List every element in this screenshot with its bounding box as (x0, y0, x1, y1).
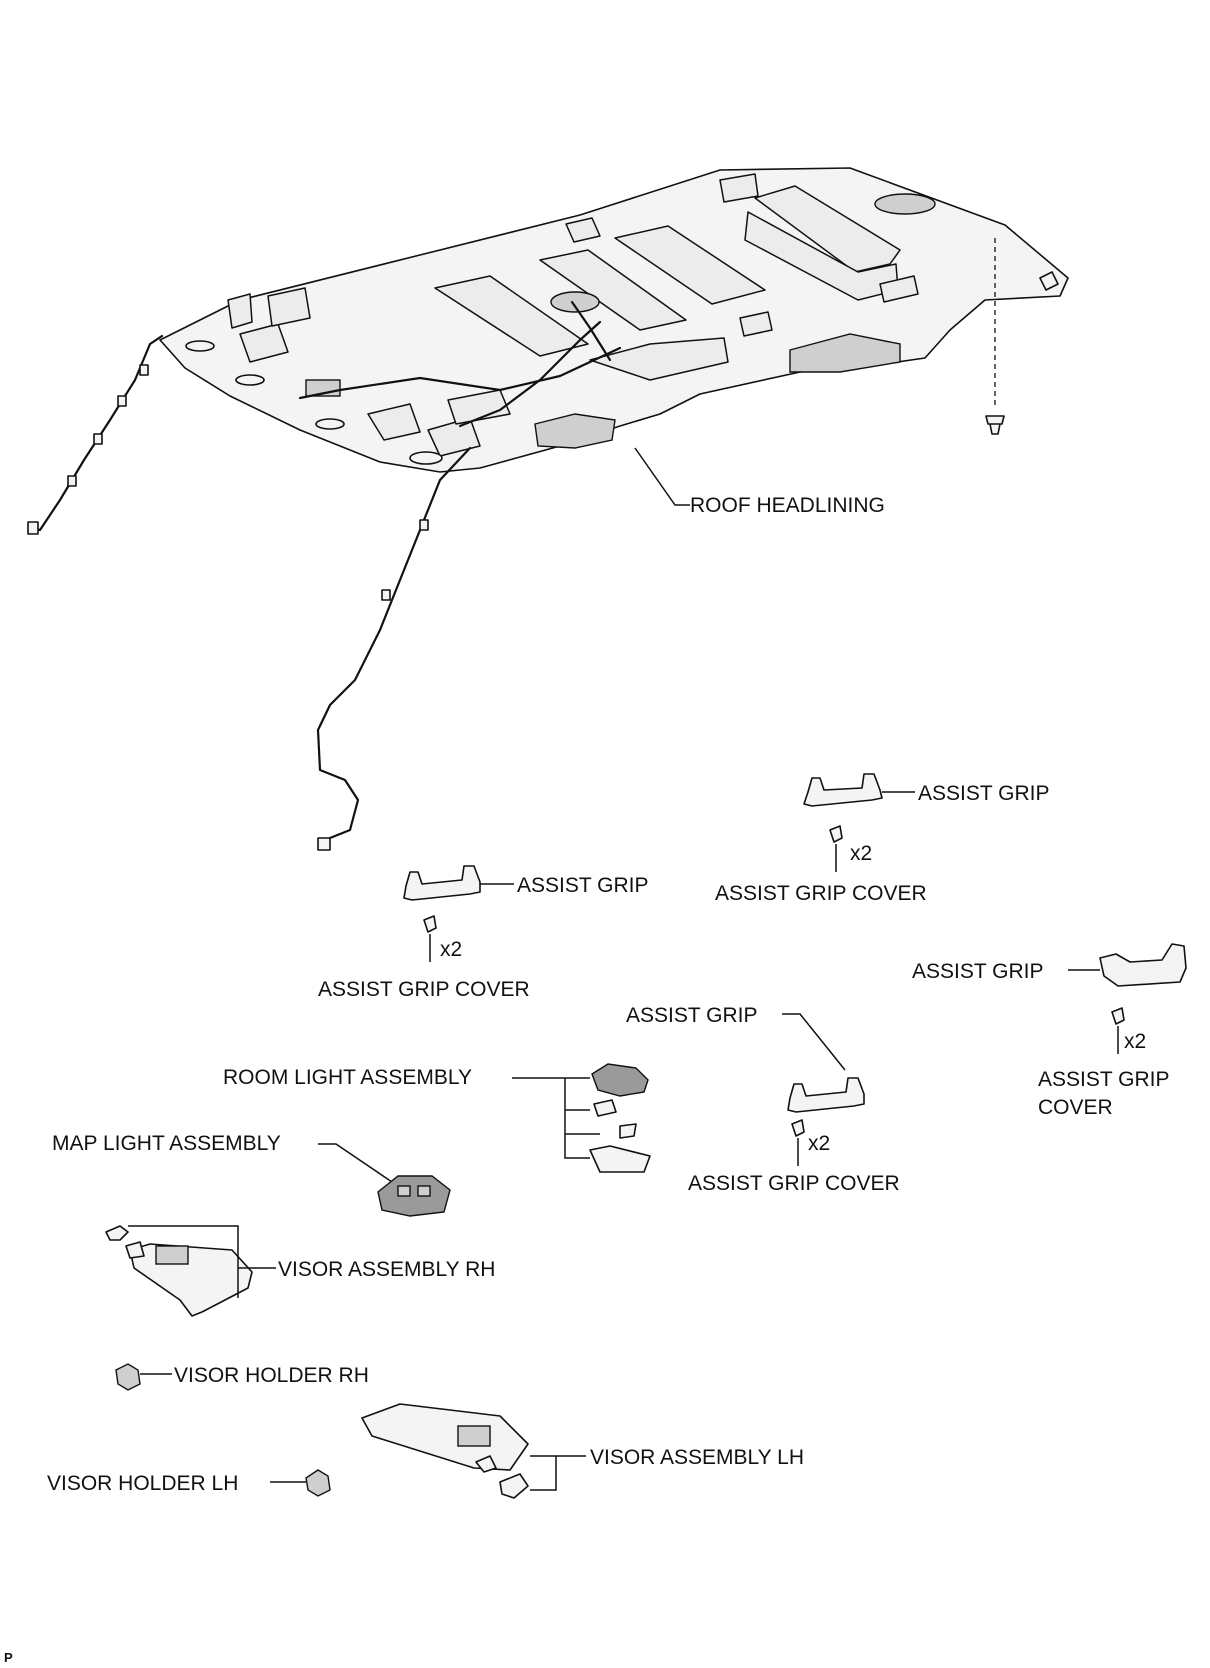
footer-mark: P (4, 1650, 13, 1665)
visor-assembly-rh-label: VISOR ASSEMBLY RH (278, 1258, 495, 1281)
assist-grip-label-4: ASSIST GRIP (626, 1004, 758, 1027)
assist-grip-cover-label-4: ASSIST GRIP COVER (688, 1172, 900, 1195)
assist-grip-part-1 (803, 773, 883, 807)
map-light-assembly-label: MAP LIGHT ASSEMBLY (52, 1132, 281, 1155)
assist-grip-cover-label-2: ASSIST GRIP COVER (318, 978, 530, 1001)
roof-headlining-label: ROOF HEADLINING (690, 494, 885, 517)
assist-grip-cover-label-3b: COVER (1038, 1096, 1113, 1119)
assist-grip-cover-label-1: ASSIST GRIP COVER (715, 882, 927, 905)
cover-quantity-4: x2 (808, 1132, 830, 1155)
assist-grip-cover-label-3a: ASSIST GRIP (1038, 1068, 1170, 1091)
wire-harness-right (316, 446, 472, 842)
visor-holder-lh-label: VISOR HOLDER LH (47, 1472, 238, 1495)
assist-grip-label-2: ASSIST GRIP (517, 874, 649, 897)
visor-holder-rh-part (115, 1363, 141, 1391)
visor-assembly-rh-part (105, 1225, 253, 1317)
room-light-assembly-part (589, 1063, 651, 1173)
cover-quantity-3: x2 (1124, 1030, 1146, 1053)
assist-grip-label-1: ASSIST GRIP (918, 782, 1050, 805)
visor-holder-rh-label: VISOR HOLDER RH (174, 1364, 369, 1387)
roof-headlining-part (159, 167, 1069, 473)
assist-grip-part-3 (1099, 943, 1187, 987)
cover-quantity-2: x2 (440, 938, 462, 961)
assist-grip-part-2 (403, 865, 481, 901)
room-light-assembly-label: ROOM LIGHT ASSEMBLY (223, 1066, 472, 1089)
visor-assembly-lh-label: VISOR ASSEMBLY LH (590, 1446, 804, 1469)
map-light-assembly-part (377, 1175, 451, 1217)
cover-quantity-1: x2 (850, 842, 872, 865)
assist-grip-label-3: ASSIST GRIP (912, 960, 1044, 983)
visor-assembly-lh-part (361, 1403, 529, 1499)
assist-grip-part-4 (787, 1077, 865, 1113)
visor-holder-lh-part (305, 1469, 331, 1497)
